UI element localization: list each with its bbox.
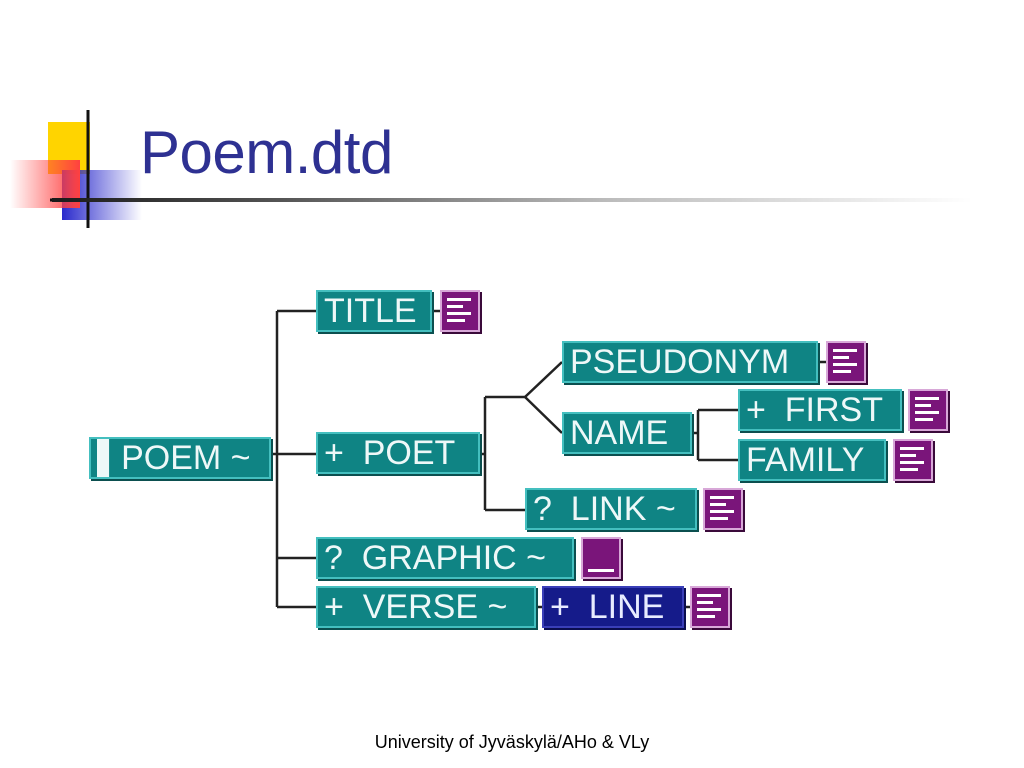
slide-title: Poem.dtd (140, 119, 393, 186)
text-content-icon (826, 341, 866, 383)
text-content-icon (690, 586, 730, 628)
node-link[interactable]: ? LINK ~ (525, 488, 697, 530)
node-name[interactable]: NAME (562, 412, 692, 454)
slide-footer: University of Jyväskylä/AHo & VLy (374, 732, 650, 752)
text-content-icon (893, 439, 933, 481)
node-poet[interactable]: + POET (316, 432, 480, 474)
text-content-icon (703, 488, 743, 530)
node-title[interactable]: TITLE (316, 290, 432, 332)
node-family[interactable]: FAMILY (738, 439, 886, 481)
empty-content-icon (581, 537, 621, 579)
title-underline (52, 198, 972, 202)
node-pseudonym[interactable]: PSEUDONYM (562, 341, 818, 383)
node-first[interactable]: + FIRST (738, 389, 902, 431)
text-content-icon (440, 290, 480, 332)
node-poem[interactable]: ▌POEM ~ (89, 437, 271, 479)
node-verse[interactable]: + VERSE ~ (316, 586, 536, 628)
node-graphic[interactable]: ? GRAPHIC ~ (316, 537, 574, 579)
node-line[interactable]: + LINE (542, 586, 684, 628)
text-content-icon (908, 389, 948, 431)
